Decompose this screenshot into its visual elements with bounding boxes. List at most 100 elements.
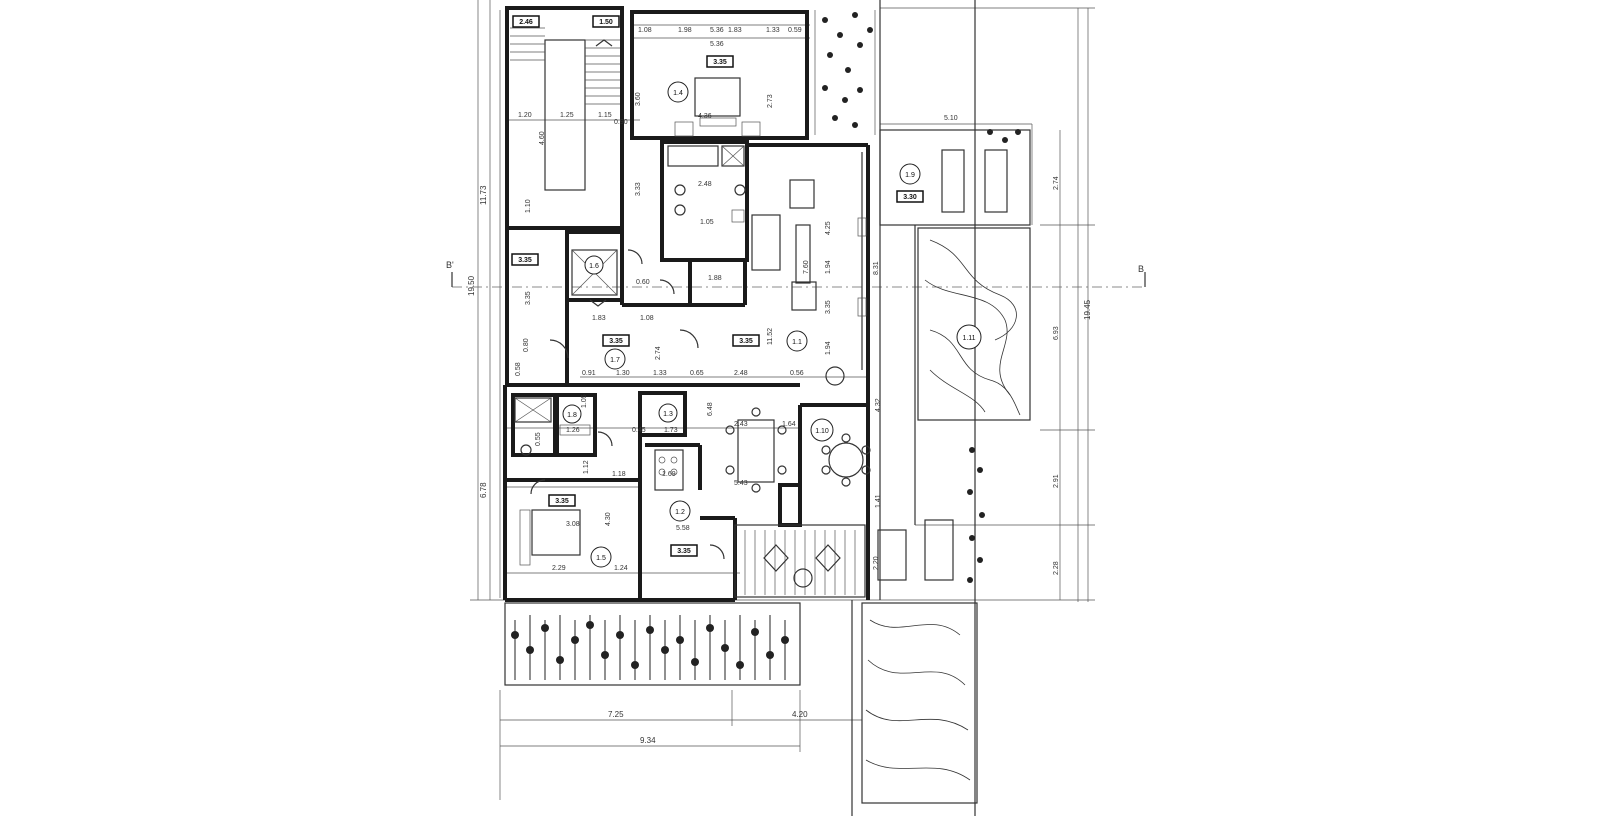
level-kitchen: 3.35 — [670, 544, 698, 557]
svg-text:2.74: 2.74 — [1053, 176, 1060, 190]
svg-text:1.18: 1.18 — [612, 471, 626, 478]
svg-text:1.1: 1.1 — [792, 339, 802, 346]
svg-text:1.26: 1.26 — [566, 427, 580, 434]
level-left-stair: 3.35 — [511, 253, 539, 266]
svg-text:1.05: 1.05 — [581, 394, 588, 408]
svg-text:2.73: 2.73 — [767, 94, 774, 108]
svg-text:0.80: 0.80 — [523, 338, 530, 352]
svg-text:1.41: 1.41 — [875, 494, 882, 508]
svg-text:1.3: 1.3 — [663, 411, 673, 418]
svg-text:1.64: 1.64 — [782, 421, 796, 428]
level-terrace: 3.30 — [896, 190, 924, 203]
svg-text:3.60: 3.60 — [635, 92, 642, 106]
svg-text:1.50: 1.50 — [599, 19, 613, 26]
svg-text:1.83: 1.83 — [592, 315, 606, 322]
svg-text:0.60: 0.60 — [636, 279, 650, 286]
pools — [851, 0, 1031, 816]
room-1-2: 1.2 — [669, 500, 691, 522]
section-marker-left: B' — [446, 260, 454, 270]
svg-text:1.05: 1.05 — [700, 219, 714, 226]
svg-text:1.7: 1.7 — [610, 357, 620, 364]
svg-text:11.52: 11.52 — [767, 328, 774, 345]
svg-text:2.91: 2.91 — [1053, 474, 1060, 488]
svg-text:1.08: 1.08 — [638, 27, 652, 34]
svg-text:2.46: 2.46 — [519, 19, 533, 26]
room-1-11: 1.11 — [956, 324, 982, 350]
svg-text:0.90: 0.90 — [614, 119, 628, 126]
svg-text:3.30: 3.30 — [903, 194, 917, 201]
hedge-trees — [511, 615, 789, 680]
level-bedroom-bottom: 3.35 — [548, 494, 576, 507]
room-1-10: 1.10 — [810, 418, 834, 442]
svg-text:1.8: 1.8 — [567, 412, 577, 419]
svg-text:5.36: 5.36 — [710, 41, 724, 48]
room-1-6: 1.6 — [584, 255, 604, 275]
top-right-plants — [814, 10, 876, 135]
svg-text:1.4: 1.4 — [673, 90, 683, 97]
svg-text:5.43: 5.43 — [734, 480, 748, 487]
svg-text:6.93: 6.93 — [1053, 326, 1060, 340]
svg-text:1.33: 1.33 — [653, 370, 667, 377]
svg-text:0.58: 0.58 — [515, 362, 522, 376]
svg-text:0.91: 0.91 — [582, 370, 596, 377]
room-1-3: 1.3 — [658, 403, 678, 423]
svg-text:1.69: 1.69 — [662, 471, 676, 478]
svg-text:5.58: 5.58 — [676, 525, 690, 532]
svg-text:1.12: 1.12 — [583, 460, 590, 474]
right-side-plants — [967, 129, 1021, 583]
dimension-lines — [470, 0, 1095, 800]
section-marker-right: B — [1138, 264, 1144, 274]
svg-text:0.55: 0.55 — [535, 432, 542, 446]
svg-text:0.56: 0.56 — [790, 370, 804, 377]
svg-text:4.36: 4.36 — [698, 113, 712, 120]
svg-text:1.2: 1.2 — [675, 509, 685, 516]
svg-text:4.30: 4.30 — [605, 512, 612, 526]
level-hall: 3.35 — [602, 334, 630, 347]
svg-text:2.74: 2.74 — [655, 346, 662, 360]
plants — [504, 10, 1021, 686]
svg-text:0.45: 0.45 — [632, 427, 646, 434]
furniture — [514, 77, 1008, 595]
svg-text:1.94: 1.94 — [825, 341, 832, 355]
svg-text:1.10: 1.10 — [525, 199, 532, 213]
svg-text:19.50: 19.50 — [467, 275, 476, 296]
svg-text:4.20: 4.20 — [792, 710, 808, 719]
svg-text:1.83: 1.83 — [728, 27, 742, 34]
svg-text:1.20: 1.20 — [518, 112, 532, 119]
level-stair-top: 2.46 — [512, 15, 540, 28]
svg-text:1.94: 1.94 — [825, 260, 832, 274]
room-1-8: 1.8 — [562, 404, 582, 424]
svg-text:4.25: 4.25 — [825, 221, 832, 235]
svg-text:1.5: 1.5 — [596, 555, 606, 562]
svg-text:2.29: 2.29 — [552, 565, 566, 572]
svg-text:11.73: 11.73 — [479, 185, 488, 205]
svg-text:6.48: 6.48 — [707, 402, 714, 416]
dimension-texts: 1.08 1.98 5.36 1.83 1.33 0.59 5.36 4.36 … — [467, 27, 1092, 745]
svg-text:1.24: 1.24 — [614, 565, 628, 572]
svg-text:3.35: 3.35 — [825, 300, 832, 314]
room-labels: 1.1 1.2 1.3 1.4 1.5 1.6 1.7 1.8 1.9 1.10… — [562, 81, 982, 568]
svg-text:3.35: 3.35 — [739, 338, 753, 345]
doors — [530, 249, 725, 560]
svg-text:7.60: 7.60 — [803, 260, 810, 274]
svg-text:7.25: 7.25 — [608, 710, 624, 719]
level-bedroom-top: 3.35 — [706, 55, 734, 68]
svg-text:2.43: 2.43 — [734, 421, 748, 428]
svg-text:1.10: 1.10 — [815, 428, 829, 435]
svg-text:1.15: 1.15 — [598, 112, 612, 119]
svg-text:0.65: 0.65 — [690, 370, 704, 377]
svg-text:3.08: 3.08 — [566, 521, 580, 528]
room-1-4: 1.4 — [667, 81, 689, 103]
svg-text:3.35: 3.35 — [555, 498, 569, 505]
svg-text:4.60: 4.60 — [539, 131, 546, 145]
svg-text:8.31: 8.31 — [873, 261, 880, 275]
svg-text:2.20: 2.20 — [873, 556, 880, 570]
svg-text:1.11: 1.11 — [962, 335, 975, 342]
level-stair-second: 1.50 — [592, 15, 620, 28]
svg-text:1.98: 1.98 — [678, 27, 692, 34]
svg-text:4.32: 4.32 — [875, 398, 882, 412]
level-living: 3.35 — [732, 334, 760, 347]
svg-text:1.9: 1.9 — [905, 172, 915, 179]
svg-text:1.6: 1.6 — [589, 263, 599, 270]
